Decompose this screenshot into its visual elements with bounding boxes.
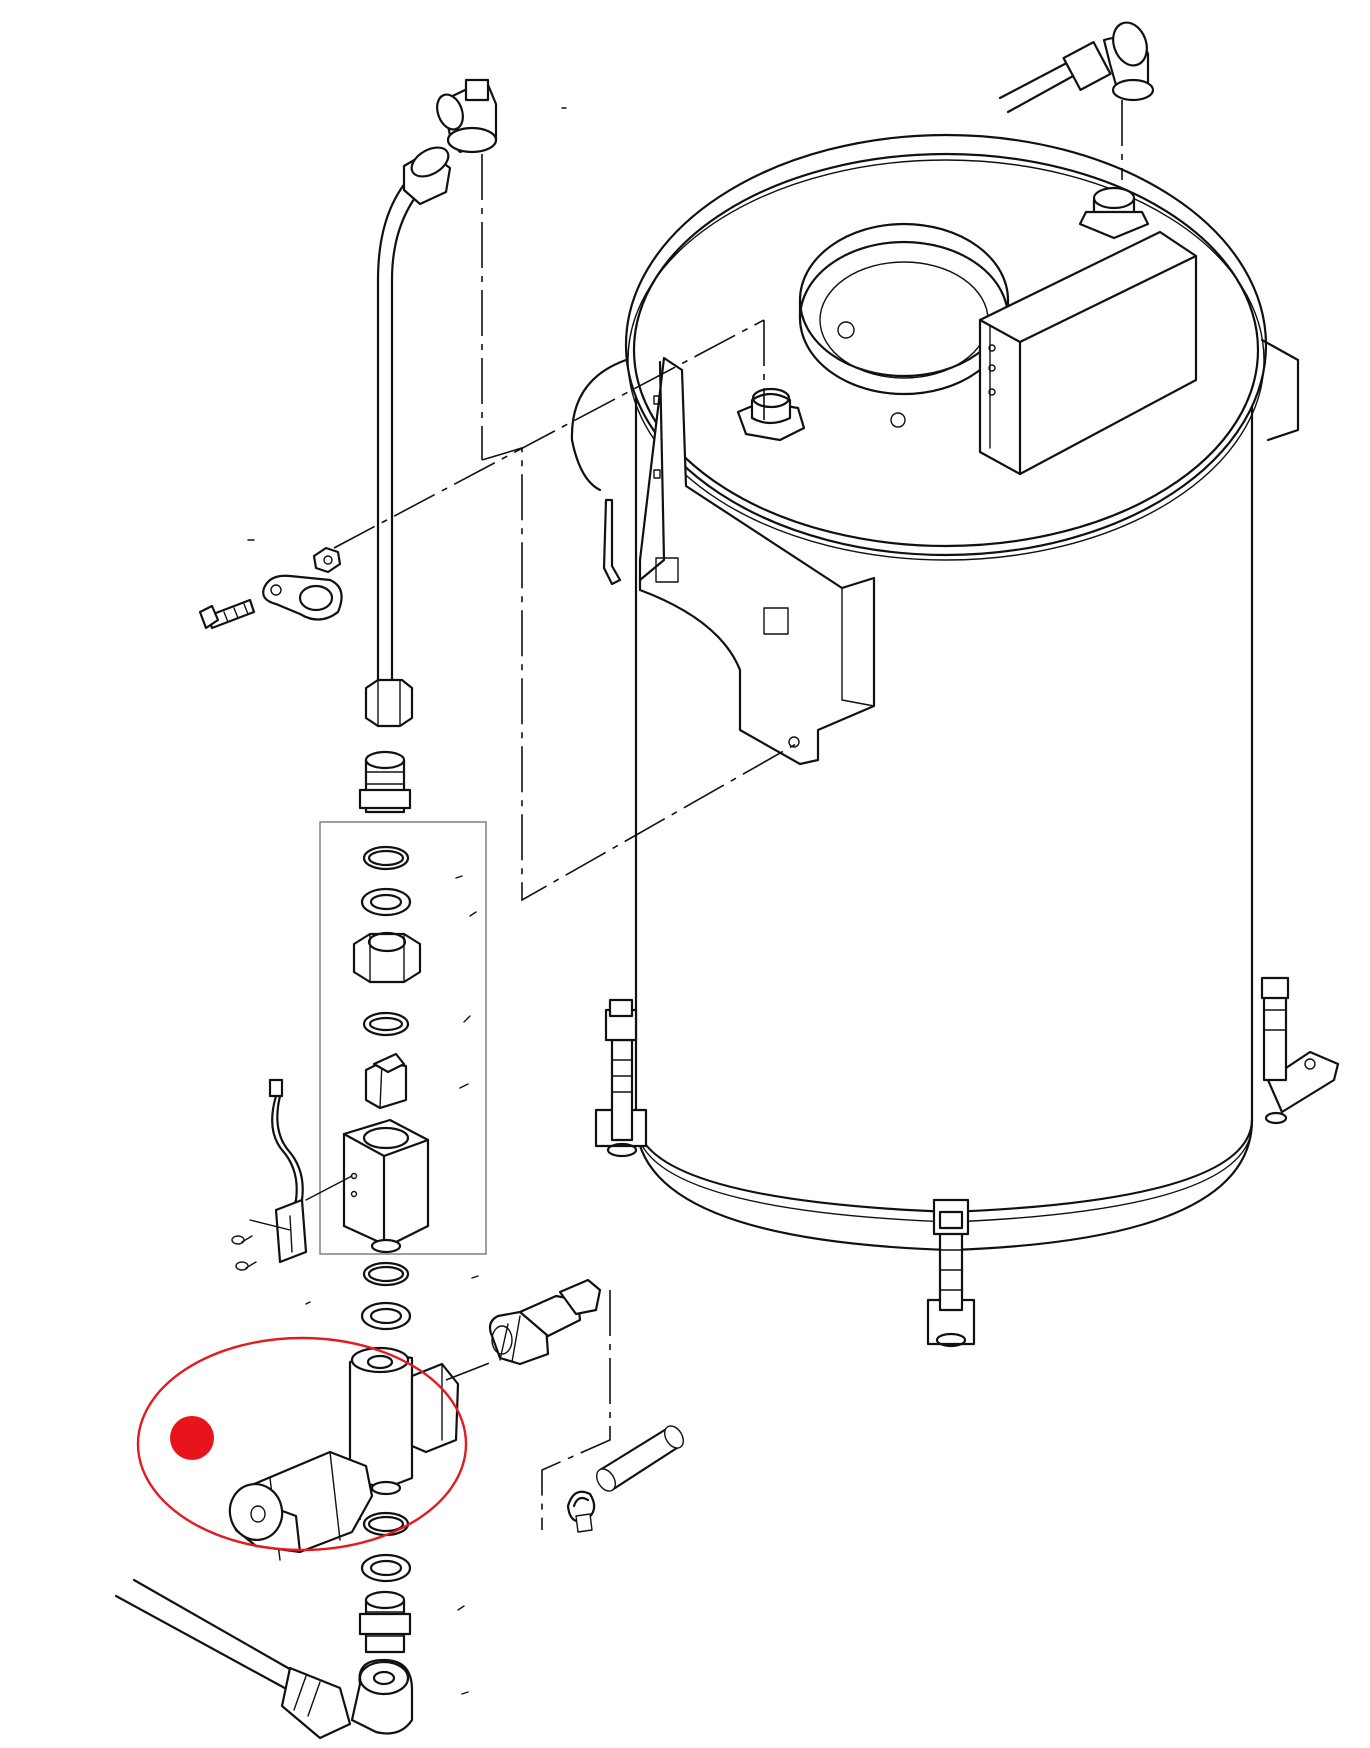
highlight-ellipse bbox=[136, 1336, 468, 1552]
tank-foot-right bbox=[1260, 976, 1340, 1125]
valve-stack bbox=[228, 750, 487, 1735]
small-screws bbox=[231, 1235, 257, 1271]
tee-fitting-with-safety-valve bbox=[228, 1346, 460, 1561]
boiler-tank bbox=[570, 133, 1340, 1348]
tank-foot-left bbox=[594, 998, 648, 1158]
top-left-elbow-fitting bbox=[436, 78, 498, 460]
bottom-left-hose bbox=[114, 1578, 352, 1740]
highlight-annotation bbox=[136, 1336, 468, 1552]
silicone-tube-and-clip bbox=[566, 1425, 684, 1533]
curved-pipe bbox=[364, 146, 452, 728]
solenoid-group-box bbox=[319, 821, 487, 1255]
pipe-clamp-and-screw bbox=[198, 546, 343, 630]
highlight-marker-dot bbox=[170, 1416, 214, 1460]
tank-foot-bottom bbox=[926, 1198, 976, 1348]
hose-barb-fitting bbox=[445, 1278, 602, 1381]
sensor-with-wire bbox=[231, 1078, 353, 1271]
top-right-elbow-hose bbox=[998, 21, 1155, 180]
